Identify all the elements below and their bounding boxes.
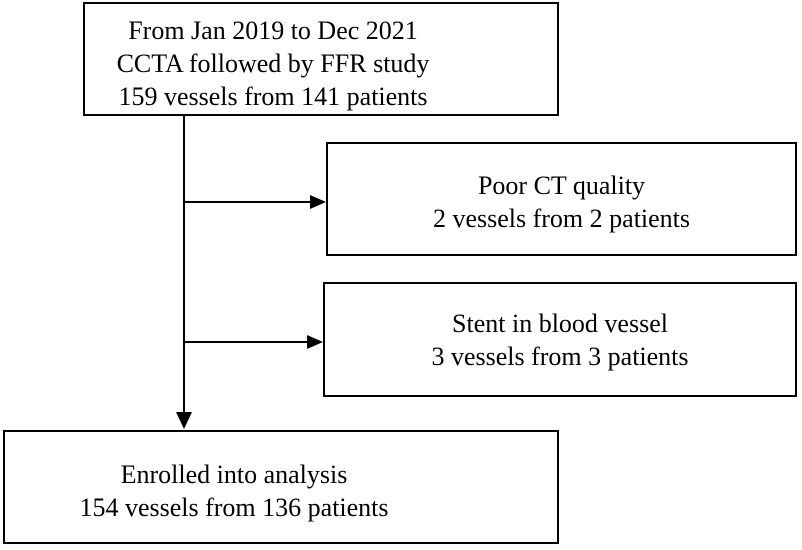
arrowhead-down-icon (176, 412, 192, 429)
box-text-line: 3 vessels from 3 patients (431, 341, 689, 371)
box-text-line: Poor CT quality (477, 171, 646, 200)
arrowhead-right-icon (310, 195, 326, 209)
box-text-line: Stent in blood vessel (452, 308, 668, 338)
arrowhead-right-icon (307, 335, 323, 349)
flowchart-box-exclusion-stent: Stent in blood vessel 3 vessels from 3 p… (323, 282, 797, 397)
box-text-line: CCTA followed by FFR study (116, 48, 430, 78)
flowchart-box-exclusion-poor-ct: Poor CT quality 2 vessels from 2 patient… (326, 142, 797, 256)
box-text-line: From Jan 2019 to Dec 2021 (128, 15, 418, 45)
connector-vertical-line (183, 115, 185, 414)
box-text-line: 154 vessels from 136 patients (79, 492, 389, 522)
box-text-line: Enrolled into analysis (120, 459, 348, 489)
flowchart-box-source-population: From Jan 2019 to Dec 2021 CCTA followed … (83, 2, 559, 116)
box-text-line: 159 vessels from 141 patients (118, 81, 428, 111)
flowchart-box-enrolled: Enrolled into analysis 154 vessels from … (3, 430, 559, 544)
box-text-line: 2 vessels from 2 patients (432, 204, 691, 233)
connector-branch-line-stent (184, 341, 310, 343)
connector-branch-line-poor-ct (184, 201, 310, 203)
